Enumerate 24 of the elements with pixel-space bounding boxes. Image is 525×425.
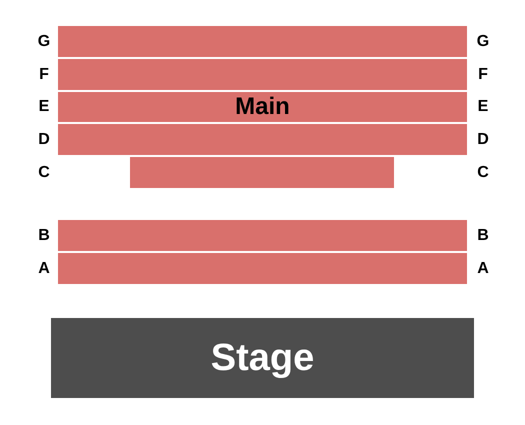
seating-row	[58, 59, 467, 90]
seating-row	[58, 220, 467, 251]
row-letter: B	[477, 227, 489, 245]
row-letter: B	[38, 227, 50, 245]
seating-row	[58, 253, 467, 284]
section-label: Main	[235, 93, 290, 121]
row-letter: F	[478, 66, 488, 84]
seating-row	[58, 26, 467, 57]
row-letter: C	[38, 164, 50, 182]
seating-row	[58, 92, 467, 122]
stage-area	[51, 318, 474, 398]
row-letter: D	[477, 131, 489, 149]
row-letter: D	[38, 131, 50, 149]
row-letter: F	[39, 66, 49, 84]
row-letter: E	[38, 98, 50, 116]
seating-row	[130, 157, 394, 188]
stage-label: Stage	[210, 336, 314, 380]
row-letter: A	[38, 260, 50, 278]
row-letter: E	[478, 98, 488, 116]
seating-row	[58, 124, 467, 155]
row-letter: C	[477, 164, 489, 182]
row-letter: G	[476, 33, 490, 51]
row-letter: G	[38, 33, 50, 51]
row-letter: A	[477, 260, 489, 278]
